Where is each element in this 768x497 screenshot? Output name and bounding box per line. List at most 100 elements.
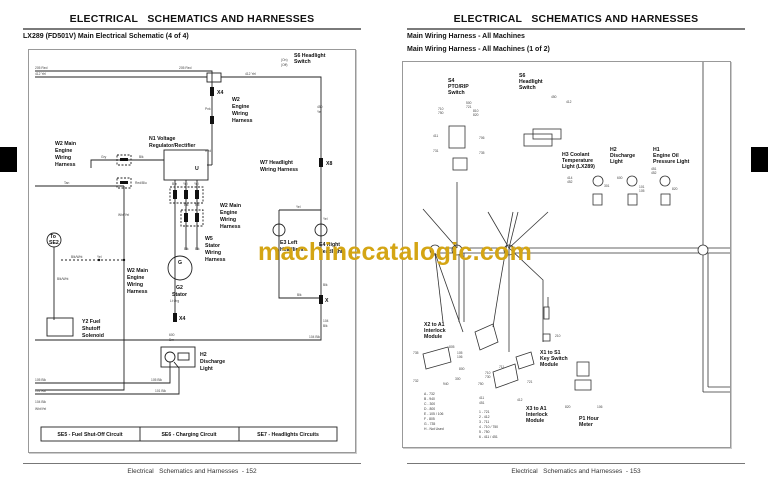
pin-452: 452 [567, 180, 573, 184]
pin-820: 820 [672, 187, 678, 191]
svg-text:Engine: Engine [220, 210, 237, 216]
svg-text:Switch: Switch [448, 90, 465, 96]
pin-105: 105 [639, 189, 645, 193]
wire-205-red [35, 70, 213, 93]
label-lt-org: Lt Org [170, 299, 179, 303]
svg-text:S6: S6 [519, 73, 525, 79]
svg-text:H2: H2 [610, 147, 617, 153]
svg-text:Wiring: Wiring [127, 282, 143, 288]
pin-805: 805 [449, 345, 455, 349]
h1-oil-pressure-light-label: H1 Engine Oil Pressure Light [653, 147, 690, 165]
label-yel-top: Yel [296, 205, 301, 209]
label-tan: Tan [64, 181, 69, 185]
x4-bottom-connector [173, 313, 177, 322]
pin-452-h1: 452 [651, 171, 657, 175]
x1-connector [542, 333, 551, 342]
pin-412-x3: 412 [517, 398, 523, 402]
page-subtitle-2: Main Wiring Harness - All Machines (1 of… [407, 46, 550, 53]
page-footer: Electrical Schematics and Harnesses - 15… [127, 468, 257, 475]
label-101-blk-2: 101 Blk [155, 389, 166, 393]
s6-headlight-switch-label: S6 Headlight Switch [519, 73, 543, 91]
svg-text:Wiring Harness: Wiring Harness [260, 167, 298, 173]
label-yel-a: Yel [183, 182, 188, 186]
pin-706: 706 [479, 136, 485, 140]
pin-500: 500 [466, 101, 472, 105]
svg-text:W2 Main: W2 Main [220, 203, 241, 209]
svg-text:X1 to S1: X1 to S1 [540, 350, 561, 356]
label-blk-b: Blk [195, 203, 200, 207]
pin-412: 412 [566, 100, 572, 104]
svg-text:Pressure Light: Pressure Light [653, 159, 690, 165]
schematic-diagram: 205 Red 205 Red 412 Yel 412 Yel Pnk Red … [35, 53, 343, 442]
svg-text:Engine Oil: Engine Oil [653, 153, 679, 159]
label-205-red-2: 205 Red [179, 66, 192, 70]
label-blk-e4: Blk [323, 283, 328, 287]
svg-text:Harness: Harness [55, 162, 76, 168]
headlight-switch-symbol [206, 72, 222, 83]
h1-socket [659, 175, 671, 187]
y2-fuel-solenoid-label: Y2 Fuel Shutoff Solenoid [82, 319, 104, 339]
pin-730: 730 [485, 375, 491, 379]
svg-text:N1 Voltage: N1 Voltage [149, 136, 176, 142]
svg-text:Meter: Meter [579, 422, 593, 428]
pin-300: 300 [455, 377, 461, 381]
svg-text:S6 Headlight: S6 Headlight [294, 53, 326, 59]
label-412-yel: 412 Yel [35, 72, 46, 76]
label-105-blk: 105 Blk [35, 378, 46, 382]
label-yel-b: Yel [194, 182, 199, 186]
svg-text:B - 940: B - 940 [424, 397, 435, 401]
svg-text:S4: S4 [448, 78, 454, 84]
pin-414: 414 [567, 176, 573, 180]
circuit-legend-box [40, 426, 338, 442]
regulator-box [163, 149, 209, 181]
wire-450-104 [35, 76, 322, 341]
svg-text:P1 Hour: P1 Hour [579, 416, 599, 422]
svg-text:Switch: Switch [294, 59, 311, 65]
pin-750: 750 [438, 111, 444, 115]
pin-411: 411 [433, 134, 438, 138]
svg-text:Stator: Stator [205, 243, 220, 249]
w2-main-low-label: W2 Main Engine Wiring Harness [127, 268, 148, 295]
svg-text:H - Not Used: H - Not Used [424, 427, 444, 431]
h2-socket [626, 175, 638, 187]
wire-101-blk [35, 361, 180, 395]
left-page: ELECTRICAL SCHEMATICS AND HARNESSES LX28… [0, 13, 361, 475]
svg-text:Engine: Engine [127, 275, 144, 281]
label-blk-d: Blk [195, 247, 200, 251]
schematic-frame: 205 Red 205 Red 412 Yel 412 Yel Pnk Red … [28, 49, 356, 453]
page-header: ELECTRICAL SCHEMATICS AND HARNESSES [453, 13, 699, 25]
circuit-se5: SE5 - Fuel Shut-Off Circuit [57, 432, 122, 438]
w2-main-top-label: W2 Main Engine Wiring Harness [55, 141, 76, 168]
s4-connector [448, 125, 466, 149]
svg-text:D - 800: D - 800 [424, 407, 435, 411]
x3-connector [492, 363, 519, 389]
svg-text:Key Switch: Key Switch [540, 356, 568, 362]
pin-451: 451 [651, 167, 657, 171]
label-450-yel: Yel [317, 110, 322, 114]
g-label: G [178, 260, 182, 266]
x4-top-connector [210, 87, 214, 96]
x-mid-connector [319, 295, 323, 304]
svg-text:4 - 710 / 750: 4 - 710 / 750 [479, 425, 498, 429]
section-tab-marker [751, 147, 768, 172]
pin-411-x3: 411 [479, 396, 484, 400]
svg-text:Interlock: Interlock [526, 412, 548, 418]
g2-stator-label: G2 Stator [172, 285, 187, 298]
label-brn: Brn [172, 182, 177, 186]
svg-text:Interlock: Interlock [424, 328, 446, 334]
right-headlight-symbol [314, 223, 328, 237]
pin-721-x3: 721 [527, 380, 533, 384]
svg-text:E4 Right: E4 Right [319, 242, 340, 248]
pin-820-p1: 820 [565, 405, 571, 409]
svg-text:G - 735: G - 735 [424, 422, 435, 426]
u-label: U [195, 166, 199, 172]
pin-710-x3: 710 [485, 371, 491, 375]
footer-rule [407, 463, 745, 464]
svg-text:Module: Module [424, 334, 442, 340]
svg-text:Harness: Harness [127, 289, 148, 295]
x-mid-label: X [325, 298, 329, 304]
s6-headlight-switch-label: S6 Headlight Switch [294, 53, 326, 65]
svg-text:Harness: Harness [232, 118, 253, 124]
svg-text:X3 to A1: X3 to A1 [526, 406, 547, 412]
svg-text:W2 Main: W2 Main [127, 268, 148, 274]
